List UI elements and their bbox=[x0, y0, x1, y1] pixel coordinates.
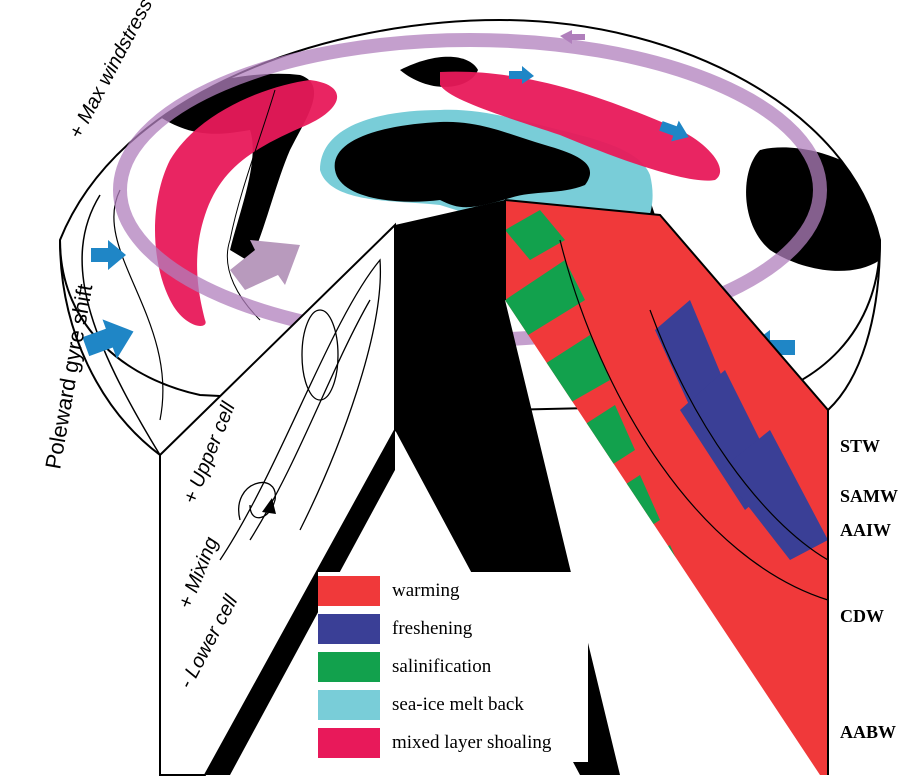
upper-cell-label: + Upper cell bbox=[179, 399, 240, 507]
wind-arrow-icon bbox=[509, 66, 534, 84]
legend-item: freshening bbox=[318, 610, 588, 648]
legend-item: sea-ice melt back bbox=[318, 686, 588, 724]
mixed-layer-shoaling-west bbox=[155, 80, 338, 326]
wind-arrow-icon bbox=[82, 319, 134, 359]
legend-swatch-warming bbox=[318, 576, 380, 606]
wind-arrow-icon bbox=[659, 120, 689, 142]
wind-arrow-icon bbox=[560, 30, 585, 44]
legend-item: warming bbox=[318, 572, 588, 610]
upper-cell-stream bbox=[219, 258, 382, 561]
cylinder-side-right bbox=[827, 239, 881, 411]
wind-arrow-icon bbox=[91, 240, 126, 270]
water-mass-label-aaiw: AAIW bbox=[840, 520, 891, 540]
gyre-boundary-line bbox=[113, 189, 164, 421]
freshening-stripes bbox=[655, 300, 828, 560]
water-mass-label-samw: SAMW bbox=[840, 486, 898, 506]
water-mass-label-stw: STW bbox=[840, 436, 880, 456]
upper-cell-eddy bbox=[301, 309, 339, 401]
max-windstress-label: + Max windstress & poleward shift bbox=[65, 0, 227, 142]
poleward-gyre-label: Poleward gyre shift bbox=[40, 282, 97, 471]
section-outline bbox=[504, 199, 829, 775]
legend-swatch-sea-ice bbox=[318, 690, 380, 720]
legend-label: warming bbox=[392, 580, 460, 601]
legend: warming freshening salinification sea-ic… bbox=[318, 572, 588, 762]
legend-label: mixed layer shoaling bbox=[392, 732, 552, 753]
lower-cell-loop bbox=[238, 481, 276, 521]
cylinder-side-left bbox=[59, 239, 161, 775]
mixed-layer-shoaling-east bbox=[440, 71, 721, 181]
legend-label: salinification bbox=[392, 656, 492, 677]
water-mass-label-aabw: AABW bbox=[840, 722, 896, 742]
land-wedge-left bbox=[205, 430, 395, 775]
gyre-panel-divider bbox=[81, 194, 161, 456]
legend-label: sea-ice melt back bbox=[392, 694, 524, 715]
legend-item: mixed layer shoaling bbox=[318, 724, 588, 762]
water-mass-label-cdw: CDW bbox=[840, 606, 884, 626]
legend-swatch-freshening bbox=[318, 614, 380, 644]
legend-label: freshening bbox=[392, 618, 473, 639]
mixing-label: + Mixing bbox=[174, 534, 223, 612]
legend-swatch-salinification bbox=[318, 652, 380, 682]
legend-item: salinification bbox=[318, 648, 588, 686]
stream-arrow-icon bbox=[262, 498, 276, 514]
poleward-shift-arrow bbox=[230, 240, 300, 290]
coastline-south-america-outline bbox=[226, 89, 276, 321]
antarctica bbox=[334, 121, 591, 208]
legend-swatch-mixed-layer bbox=[318, 728, 380, 758]
